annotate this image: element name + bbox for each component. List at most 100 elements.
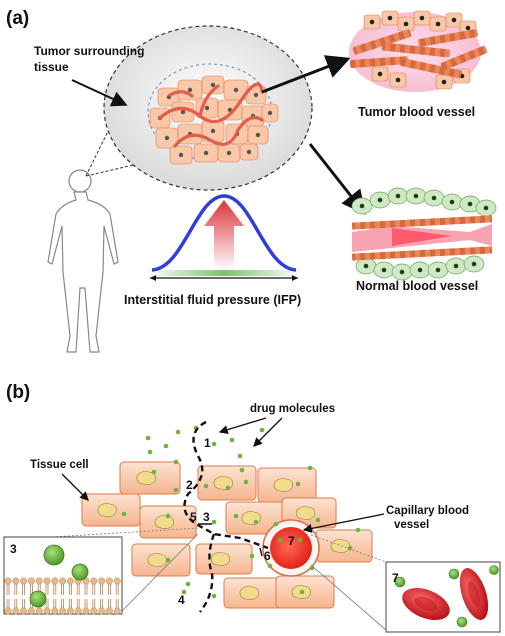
cell-nucleus [203,150,209,156]
drug-molecule [267,563,273,569]
lipid-head [98,607,106,615]
drug-molecule [315,517,321,523]
inset-right-number: 7 [392,571,399,585]
membrane-inset [3,536,123,615]
ifp-bell-curve [148,194,300,281]
cell-nucleus [451,17,457,23]
inset-left-number: 3 [10,542,17,556]
cell-nucleus [233,87,239,93]
cell-nucleus [453,263,459,269]
drug-molecule [277,537,283,543]
lipid-head [12,577,20,585]
drug-molecule [203,483,209,489]
cell-nucleus [226,150,232,156]
cell-nucleus [435,21,441,27]
step-5-label: 5 [190,510,197,524]
ifp-label: Interstitial fluid pressure (IFP) [124,293,301,307]
cell-nucleus [387,15,393,21]
drug-molecule [253,519,259,525]
lipid-head [43,577,51,585]
cell-nucleus [97,503,117,517]
lipid-head [12,607,20,615]
drug-molecule [259,427,265,433]
cell-nucleus [441,79,447,85]
lipid-head [113,607,121,615]
drug-molecule [211,441,217,447]
step-6-marker [259,547,263,557]
drug-molecule [173,487,179,493]
tumor-tissue-label-2: tissue [34,60,69,74]
lipid-head [113,577,121,585]
drug-molecule-dots [121,425,361,599]
cell-nucleus [359,203,365,209]
drug-molecule [225,485,231,491]
cell-nucleus [413,193,419,199]
drug-pointer-1 [218,417,267,435]
cell-nucleus [273,478,293,492]
cell-nucleus [395,77,401,83]
cell-nucleus [363,263,369,269]
drug-molecule [273,521,279,527]
cell-nucleus [377,197,383,203]
normal-blood-vessel-illustration [351,187,497,281]
normal-vessel-label: Normal blood vessel [356,279,478,293]
cell-nucleus [210,128,216,134]
drug-molecule [237,453,243,459]
drug-molecule [151,469,157,475]
lipid-head [43,607,51,615]
drug-molecule [211,519,217,525]
lipid-head [4,607,12,615]
tissue-cell-label: Tissue cell [30,459,89,471]
drug-molecule [121,511,127,517]
cell-nucleus [417,267,423,273]
cell-nucleus [449,199,455,205]
human-body-icon [47,169,119,353]
lipid-head [27,577,35,585]
red-blood-cell-inset [385,561,501,633]
drug-molecule [173,459,179,465]
capillary-label-1: Capillary blood [386,505,469,517]
drug-molecule [145,435,151,441]
cell-nucleus [377,71,383,77]
tumor-tissue-pointer [71,79,128,107]
arrow-to-normal-vessel [308,143,366,215]
drug-molecule [243,479,249,485]
tumor-blood-vessel-illustration [349,10,488,92]
cell-nucleus [246,149,252,155]
cell-nucleus [164,135,170,141]
cell-nucleus [403,21,409,27]
cell-nucleus [369,19,375,25]
lipid-head [59,607,67,615]
lipid-head [35,607,43,615]
cell-nucleus [187,87,193,93]
drug-molecule [233,513,239,519]
step-3-label: 3 [203,510,210,524]
lipid-head [51,607,59,615]
drug-molecule [185,581,191,587]
tumor-vessel-label: Tumor blood vessel [358,105,475,119]
cell-nucleus [467,201,473,207]
drug-molecule [181,589,187,595]
drug-molecule [307,465,313,471]
cell-nucleus [483,205,489,211]
cell-nucleus [147,553,167,567]
cell-nucleus [239,586,259,600]
step-2-label: 2 [186,478,193,492]
cell-nucleus [154,515,174,529]
lipid-head [66,607,74,615]
tissue-cell-pointer [61,473,89,501]
cell-nucleus [253,92,259,98]
cell-nucleus [204,105,210,111]
cell-nucleus [471,261,477,267]
lipid-head [82,607,90,615]
drug-molecule [347,545,353,551]
cell-nucleus [210,552,230,566]
drug-molecule [147,449,153,455]
lipid-head [59,577,67,585]
drug-molecule [295,481,301,487]
panel-b-tag: (b) [6,382,30,403]
tumor-tissue-label-1: Tumor surrounding [34,44,144,58]
drug-molecule [165,513,171,519]
arrow-to-tumor-vessel [261,55,351,94]
tumor-vessel-network [158,82,264,148]
